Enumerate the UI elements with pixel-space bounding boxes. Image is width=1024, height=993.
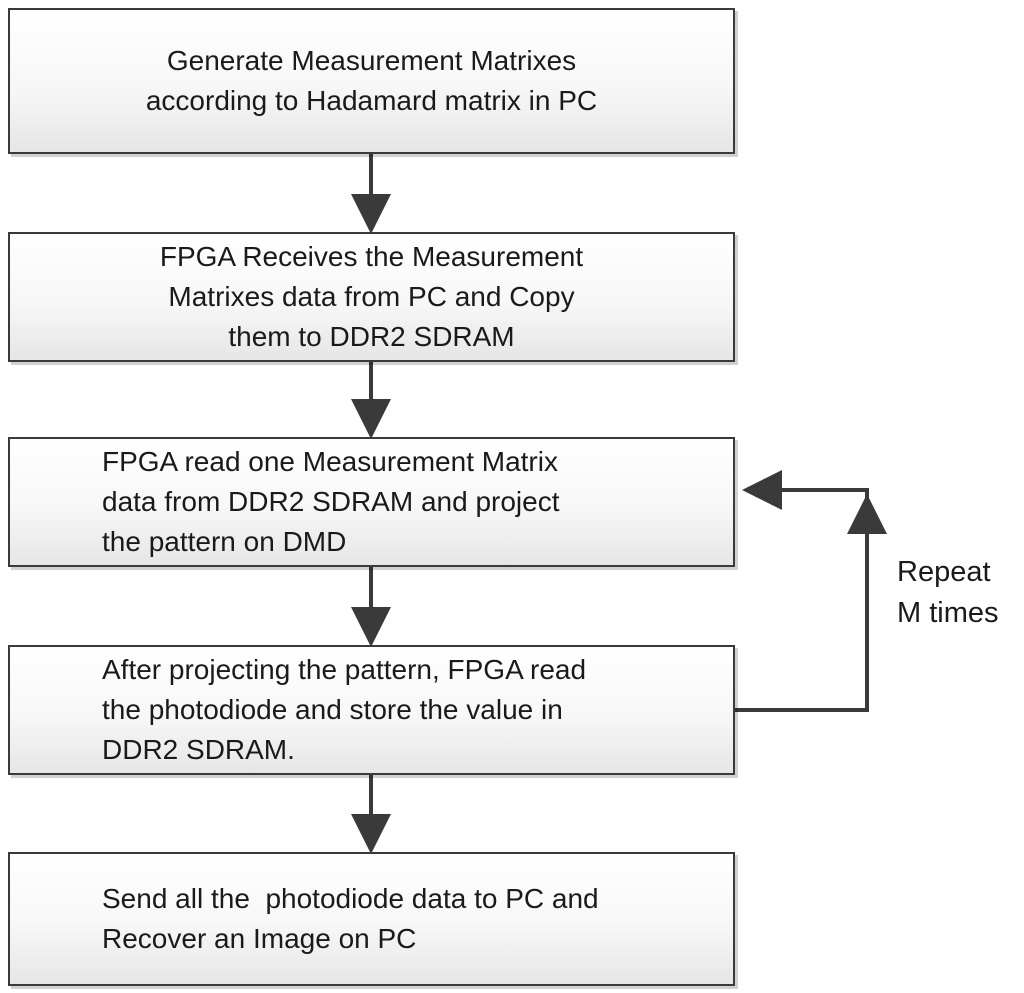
- repeat-label-line: M times: [897, 597, 999, 629]
- step-text-line: the photodiode and store the value in: [102, 694, 563, 725]
- step-fpga-project-pattern: FPGA read one Measurement Matrix data fr…: [8, 437, 735, 567]
- repeat-loop-label: Repeat M times: [897, 552, 999, 634]
- step-generate-matrixes: Generate Measurement Matrixes according …: [8, 8, 735, 154]
- step-text-line: Recover an Image on PC: [102, 923, 417, 954]
- step-text-line: After projecting the pattern, FPGA read: [102, 654, 587, 685]
- step-text-line: according to Hadamard matrix in PC: [145, 85, 598, 116]
- step-text-line: FPGA Receives the Measurement: [159, 241, 584, 272]
- step-read-photodiode: After projecting the pattern, FPGA read …: [8, 645, 735, 775]
- step-text-line: data from DDR2 SDRAM and project: [102, 486, 560, 517]
- step-text-line: FPGA read one Measurement Matrix: [102, 446, 558, 477]
- step-fpga-receive: FPGA Receives the Measurement Matrixes d…: [8, 232, 735, 362]
- repeat-label-line: Repeat: [897, 556, 991, 588]
- step-text-line: the pattern on DMD: [102, 526, 347, 557]
- step-text-line: DDR2 SDRAM.: [102, 734, 295, 765]
- step-text-line: them to DDR2 SDRAM: [228, 321, 515, 352]
- step-text-line: Matrixes data from PC and Copy: [168, 281, 575, 312]
- repeat-loop-arrow: [735, 470, 869, 712]
- step-text-line: Generate Measurement Matrixes: [166, 45, 577, 76]
- step-text-line: Send all the photodiode data to PC and: [102, 883, 599, 914]
- step-send-and-recover: Send all the photodiode data to PC and R…: [8, 852, 735, 986]
